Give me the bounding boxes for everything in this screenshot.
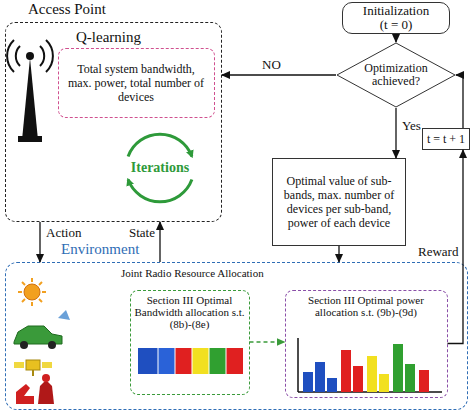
cycle-label: Iterations (125, 160, 195, 176)
connector-arrow (456, 75, 463, 128)
connector-arrow (39, 222, 40, 262)
edge-label: Yes (402, 118, 421, 134)
node-text: t = t + 1 (427, 133, 465, 146)
decision-diamond: Optimization achieved? (336, 42, 456, 108)
satellite-icon (14, 360, 52, 376)
counter-box: t = t + 1 (422, 128, 470, 150)
node-text: Optimization achieved? (357, 62, 435, 88)
connector-arrow (222, 74, 336, 75)
lab-icon (16, 374, 54, 404)
sun-icon (18, 278, 46, 306)
node-subtext: Joint Radio Resource Allocation (121, 267, 264, 279)
node-text: Section III Optimal power allocation s.t… (292, 294, 441, 318)
bandwidth-bar (138, 348, 243, 374)
edge-label: Reward (418, 244, 458, 260)
connector-arrow (395, 34, 396, 42)
start-box: Initialization (t = 0) (342, 2, 450, 34)
parameter-box: Total system bandwidth, max. power, tota… (58, 48, 215, 118)
edge-label: Action (46, 225, 81, 241)
node-text: Initialization (t = 0) (363, 4, 429, 32)
environment-box: EnvironmentJoint Radio Resource Allocati… (5, 262, 468, 410)
power-chart (298, 338, 442, 392)
car-icon (14, 310, 70, 349)
node-text: Environment (61, 241, 139, 258)
node-text: Section III Optimal Bandwidth allocation… (135, 294, 245, 330)
connector-arrow (395, 108, 396, 158)
node-text: Optimal value of sub-bands, max. number … (279, 174, 399, 230)
antenna-icon (7, 40, 53, 142)
diamond-shape (337, 43, 455, 107)
connector-arrow (338, 246, 339, 262)
connector-arrow (250, 341, 285, 342)
node-subtext: Q-learning (76, 29, 141, 46)
edge-label: State (129, 225, 155, 241)
access-point-box: Access PointQ-learningTotal system bandw… (5, 22, 222, 222)
power-box: Section III Optimal power allocation s.t… (285, 290, 448, 398)
node-text: Access Point (28, 1, 106, 18)
node-text: Total system bandwidth, max. power, tota… (67, 62, 206, 104)
connector-arrow (159, 222, 160, 262)
edge-label: NO (262, 57, 281, 73)
bandwidth-box: Section III Optimal Bandwidth allocation… (130, 290, 250, 395)
process-box: Optimal value of sub-bands, max. number … (272, 158, 406, 246)
